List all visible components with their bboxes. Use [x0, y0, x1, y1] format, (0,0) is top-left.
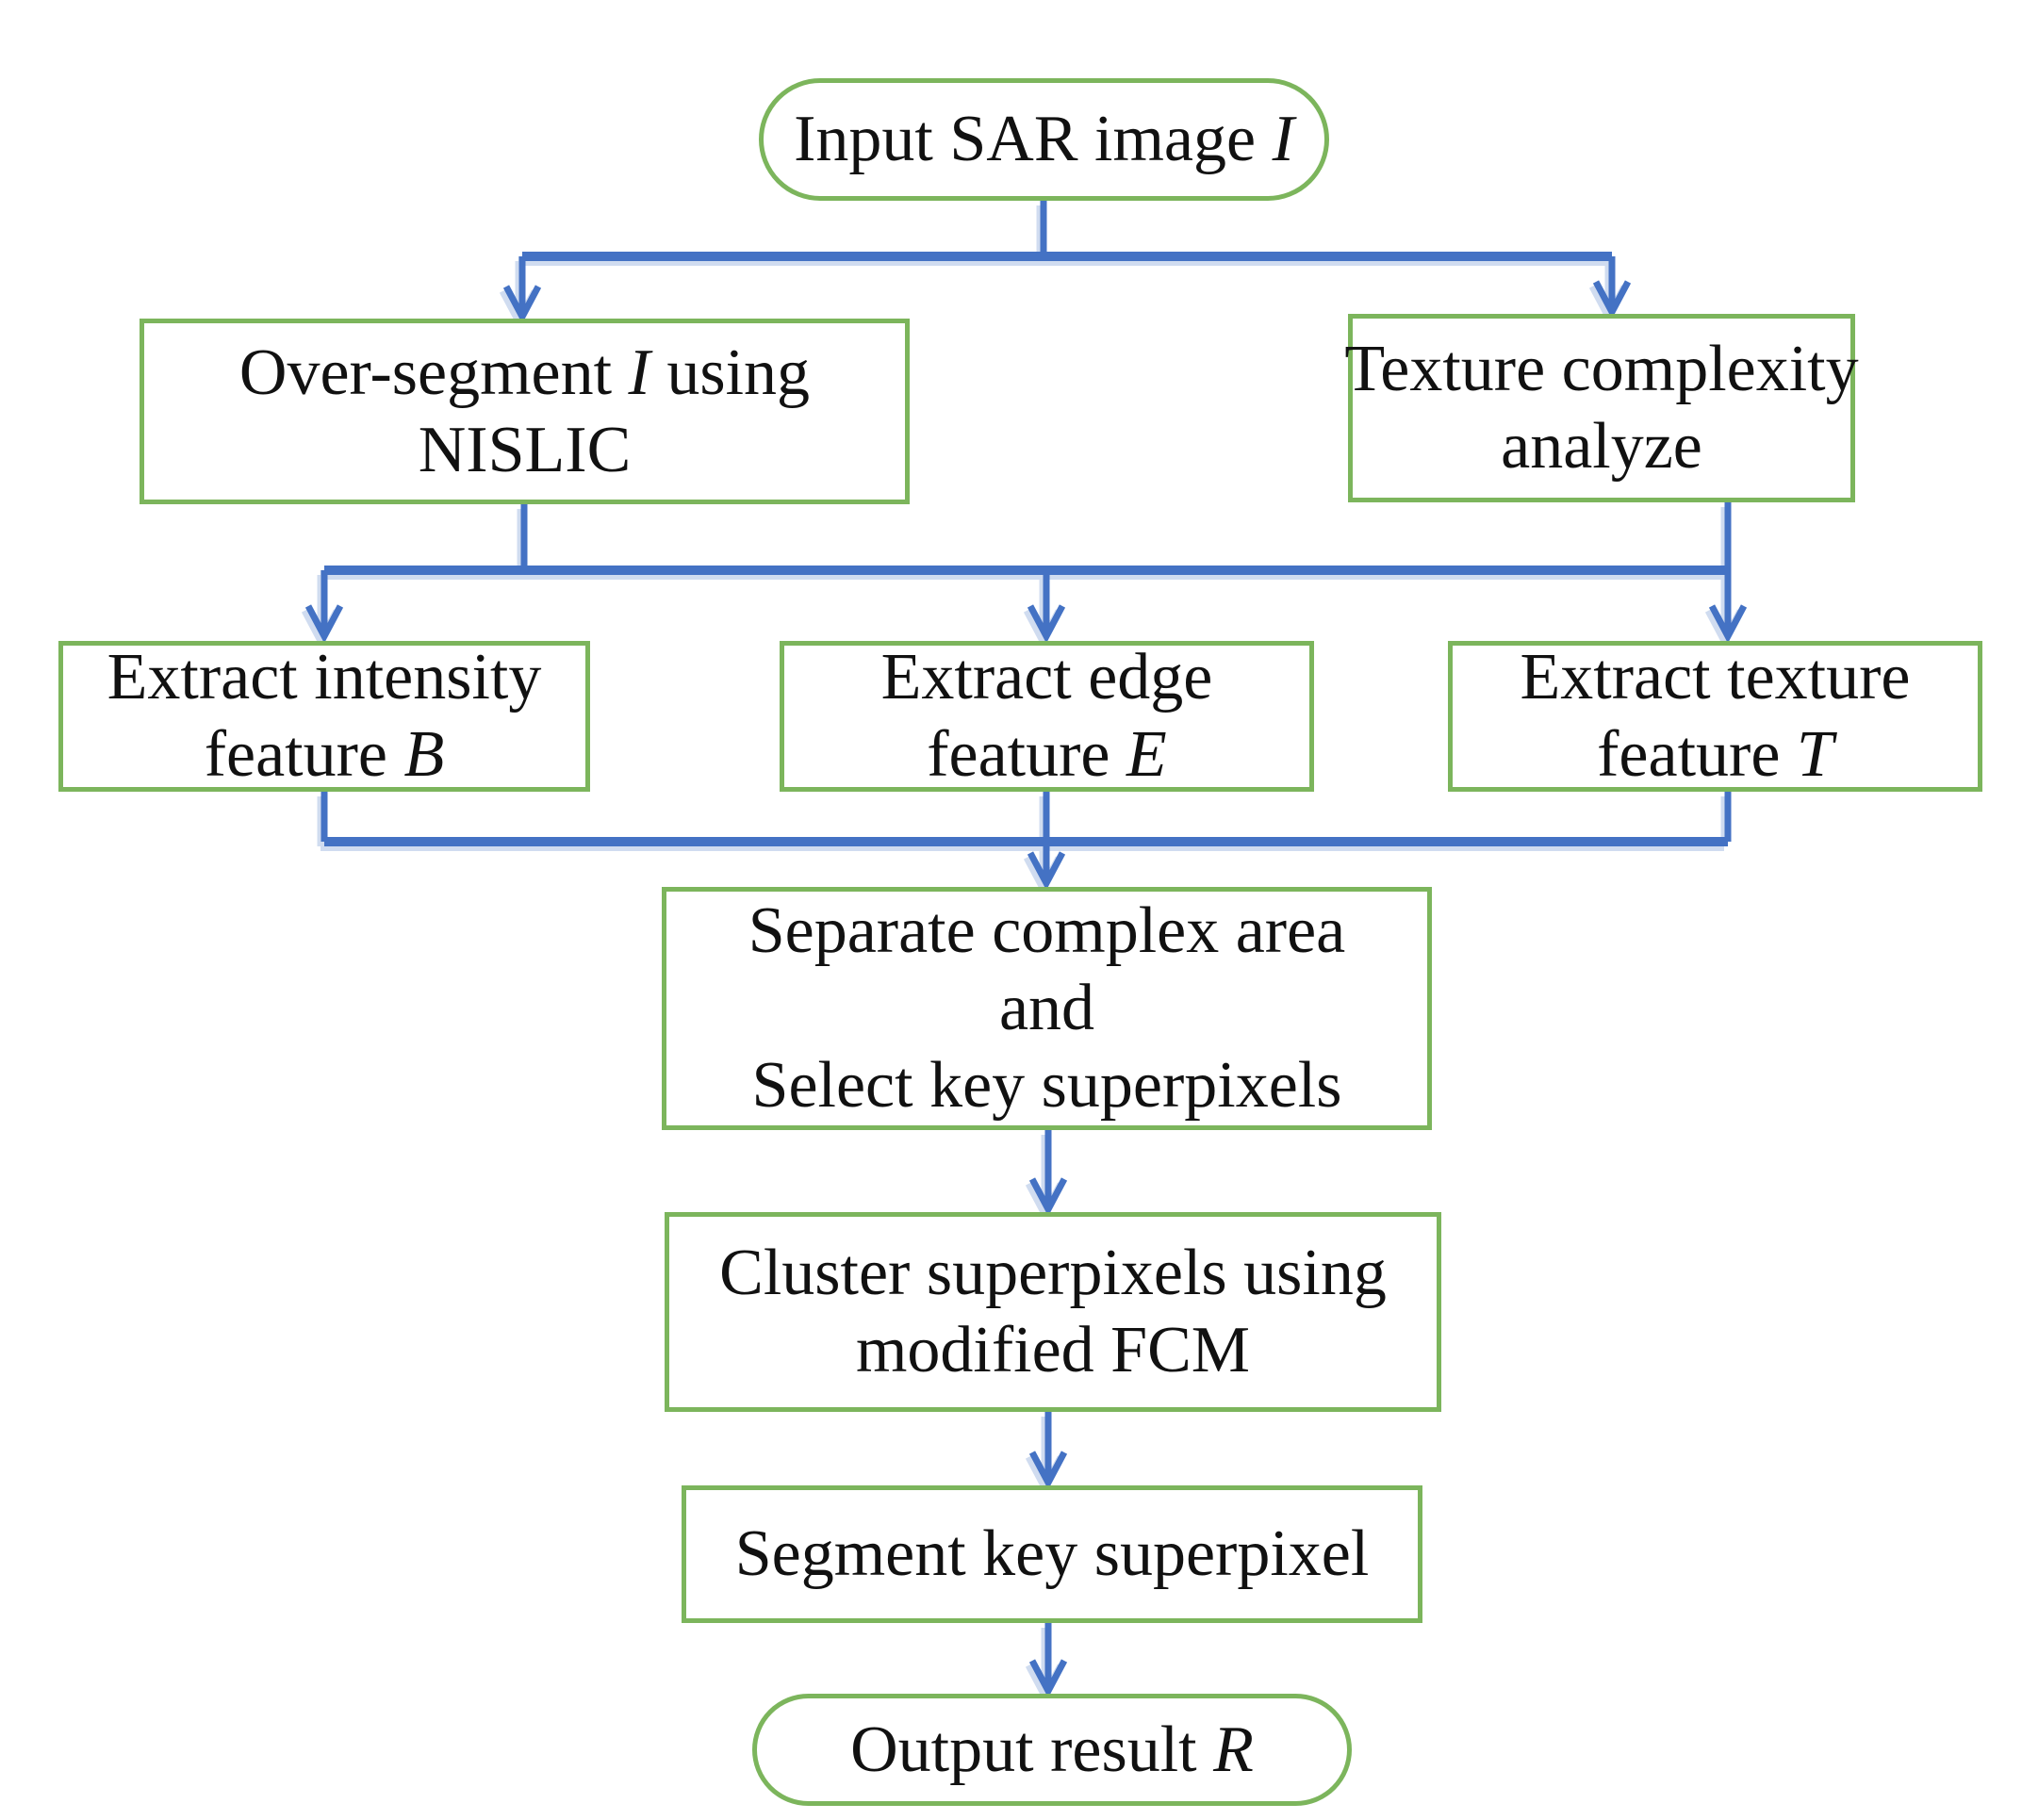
arrow-to-separate — [1027, 792, 1066, 891]
arrow-to-extract-intensity — [304, 570, 344, 644]
arrow-to-segment — [1028, 1412, 1068, 1490]
node-input-sar-image: Input SAR image I — [759, 78, 1329, 201]
arrow-to-output — [1028, 1623, 1068, 1698]
node-input-sar-image-label: Input SAR image I — [794, 103, 1294, 175]
arrow-to-cluster — [1028, 1130, 1068, 1217]
node-output-result: Output result R — [752, 1694, 1352, 1806]
node-output-result-label: Output result R — [850, 1713, 1254, 1786]
node-segment-key-superpixel-label: Segment key superpixel — [734, 1517, 1370, 1590]
arrow-to-texture-complexity — [1592, 256, 1632, 320]
arrow-to-oversegment — [502, 256, 542, 324]
arrow-to-extract-edge — [1027, 570, 1066, 644]
arrow-texture-to-extract-texture — [1708, 502, 1748, 644]
node-segment-key-superpixel: Segment key superpixel — [682, 1485, 1422, 1623]
